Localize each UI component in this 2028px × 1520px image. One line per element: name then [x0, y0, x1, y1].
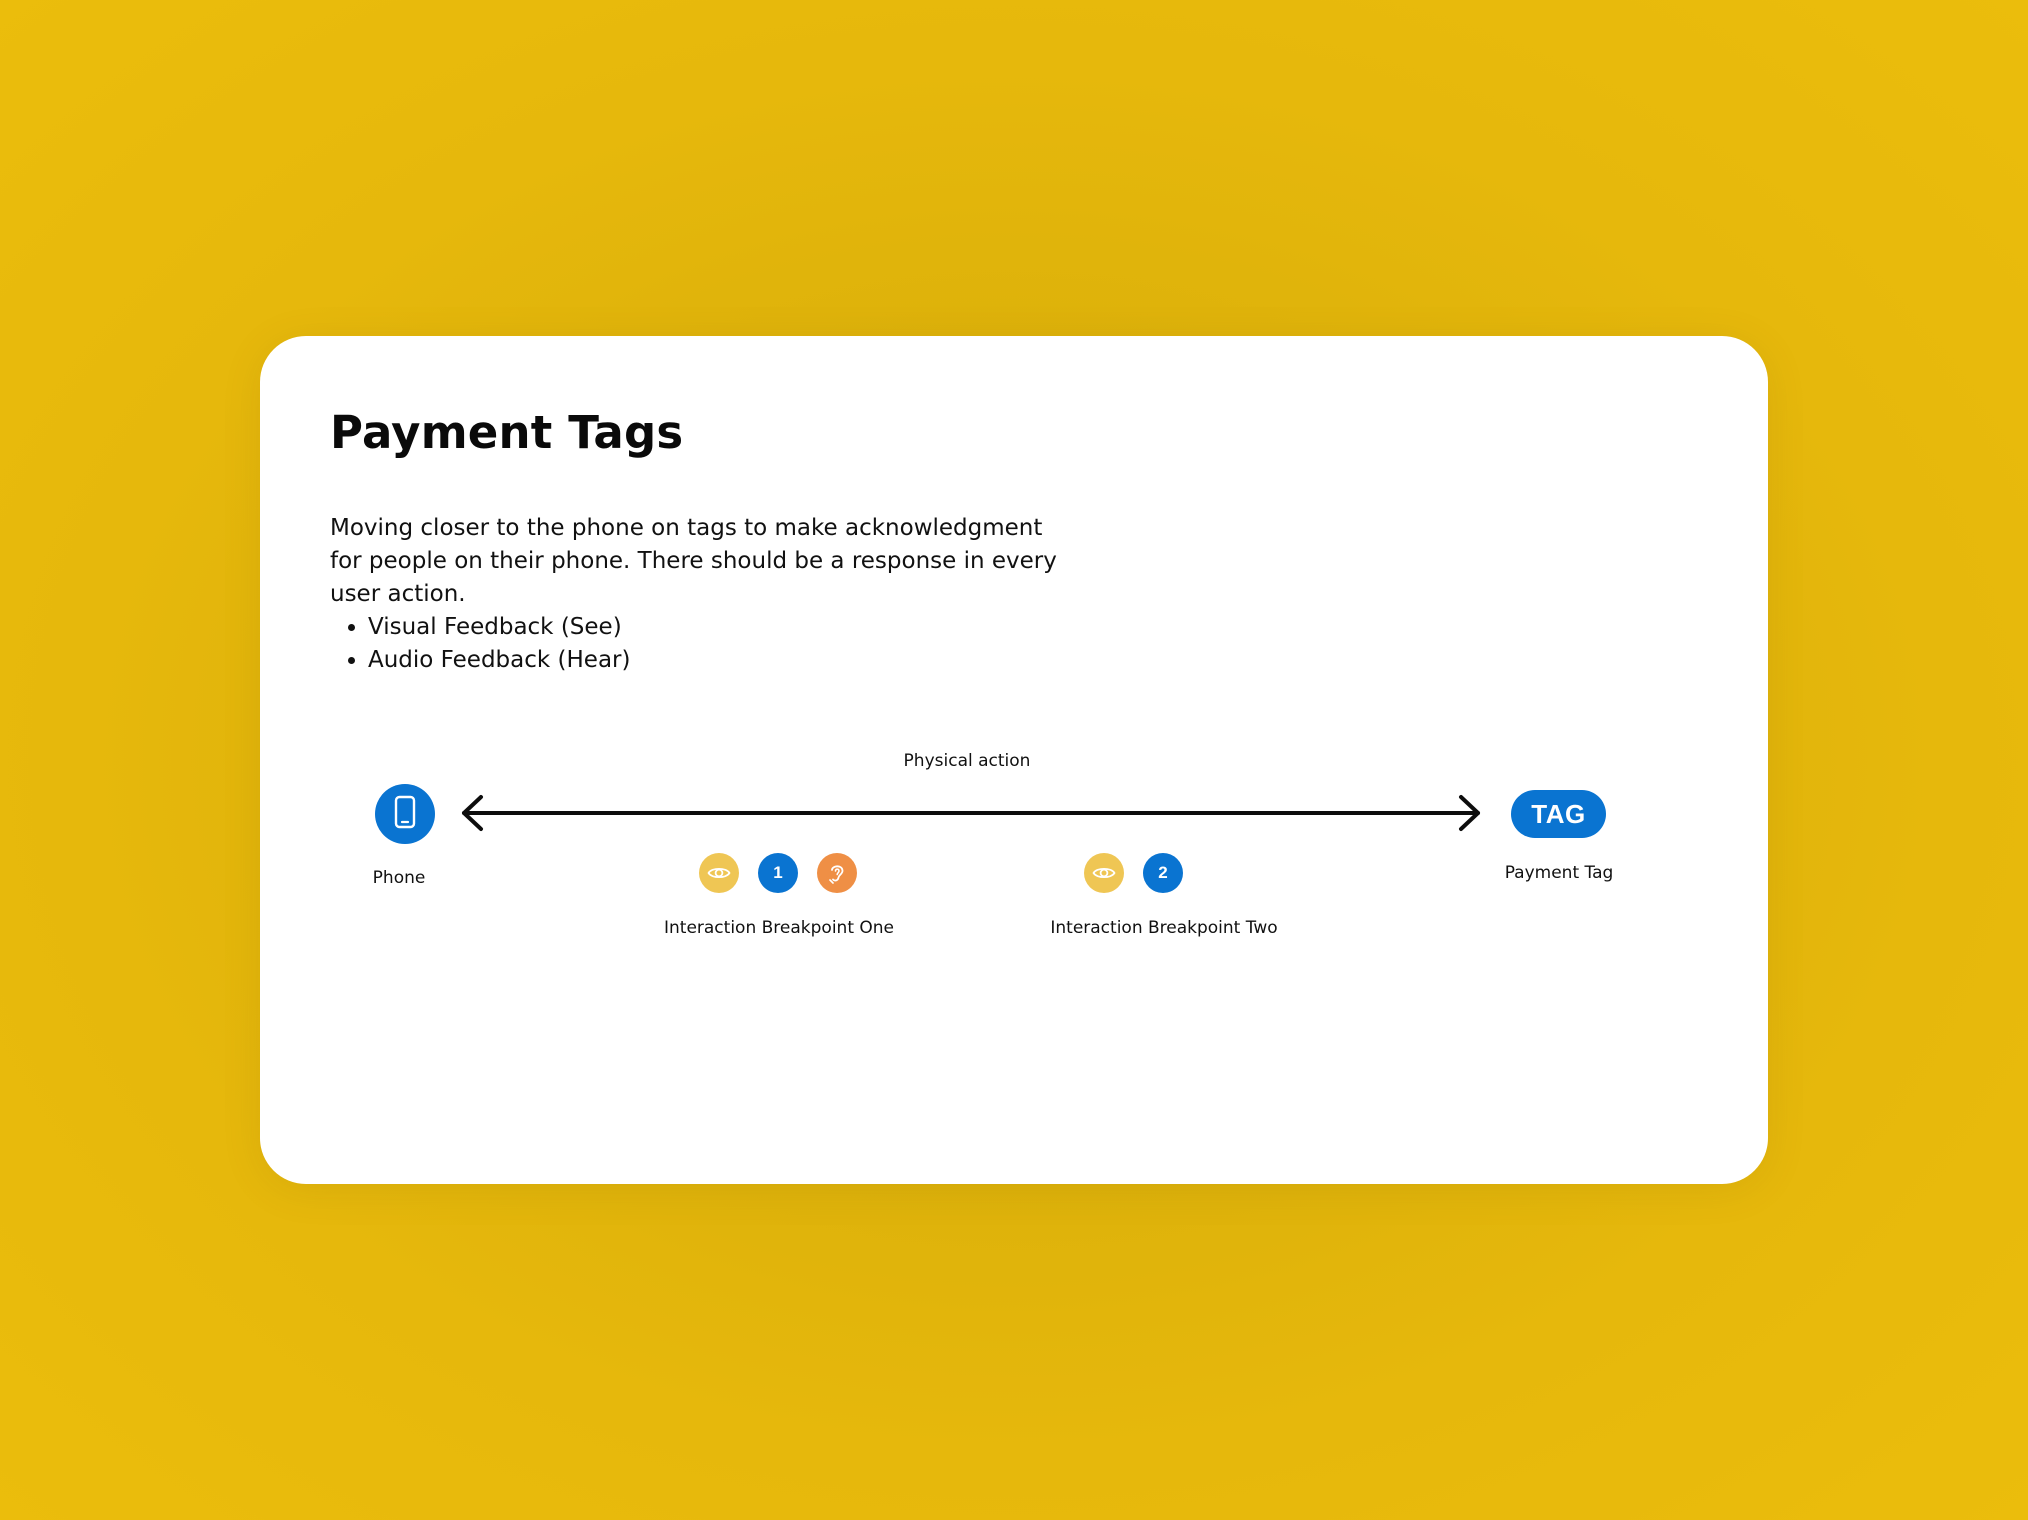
phone-node [375, 784, 435, 844]
feedback-item-audio: Audio Feedback (Hear) [368, 644, 1070, 677]
axis-label: Physical action [903, 751, 1031, 771]
payment-tags-card: Payment Tags Moving closer to the phone … [260, 336, 1768, 1184]
breakpoint-two-number-badge: 2 [1143, 853, 1183, 893]
tag-badge: TAG [1511, 790, 1606, 838]
eye-icon [1084, 853, 1124, 893]
breakpoint-one-number-badge: 1 [758, 853, 798, 893]
description-paragraph: Moving closer to the phone on tags to ma… [330, 515, 1057, 607]
breakpoint-two-label: Interaction Breakpoint Two [1050, 918, 1278, 938]
eye-icon [699, 853, 739, 893]
phone-label: Phone [372, 868, 426, 888]
description: Moving closer to the phone on tags to ma… [330, 512, 1070, 677]
feedback-list: Visual Feedback (See) Audio Feedback (He… [330, 611, 1070, 677]
physical-action-arrow [462, 795, 1480, 831]
feedback-item-visual: Visual Feedback (See) [368, 611, 1070, 644]
phone-icon [394, 795, 416, 833]
page-title: Payment Tags [330, 406, 684, 459]
ear-icon [817, 853, 857, 893]
payment-tag-label: Payment Tag [1504, 863, 1614, 883]
breakpoint-one-label: Interaction Breakpoint One [663, 918, 895, 938]
